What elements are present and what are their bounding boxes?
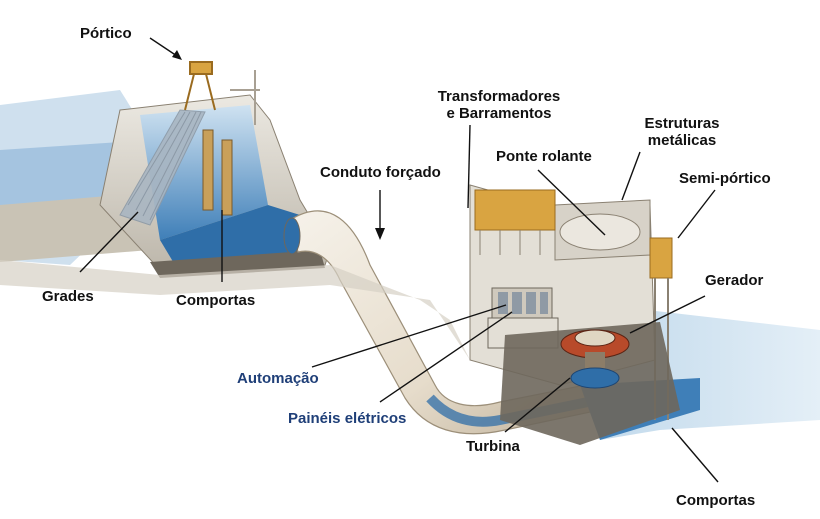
generator-unit xyxy=(500,322,680,445)
label-gerador: Gerador xyxy=(705,272,764,289)
label-estruturas: Estruturas metálicas xyxy=(626,115,738,149)
label-transformadores: Transformadores e Barramentos xyxy=(424,88,574,122)
pointer-paineis xyxy=(379,311,513,403)
label-transformadores-line2: e Barramentos xyxy=(446,105,552,122)
pointer-gerador xyxy=(629,295,706,334)
label-estruturas-line2: metálicas xyxy=(647,132,717,149)
pointer-estruturas xyxy=(621,151,641,201)
intake-structure xyxy=(99,94,331,278)
trash-racks xyxy=(119,109,206,226)
label-comportas-lower: Comportas xyxy=(676,492,756,509)
control-room xyxy=(487,287,559,349)
label-turbina: Turbina xyxy=(466,438,520,455)
arrowhead-conduto xyxy=(375,228,385,240)
pointer-automacao xyxy=(311,304,507,368)
label-portico: Pórtico xyxy=(80,25,132,42)
label-transformadores-line1: Transformadores xyxy=(437,88,561,105)
pointer-turbina xyxy=(504,377,571,433)
label-automacao: Automação xyxy=(237,370,319,387)
arrowhead-portico xyxy=(172,50,182,60)
label-grades: Grades xyxy=(42,288,94,305)
pointer-comportas-lower xyxy=(671,427,719,483)
label-conduto-forcado: Conduto forçado xyxy=(320,164,441,181)
label-estruturas-line1: Estruturas xyxy=(644,115,720,132)
pointer-transformadores xyxy=(467,124,471,209)
pointer-semi-portico xyxy=(677,189,716,239)
label-paineis-eletricos: Painéis elétricos xyxy=(288,410,407,427)
portico-crane xyxy=(184,61,260,125)
intake-gates xyxy=(202,129,233,216)
pointer-lines xyxy=(79,37,719,483)
pointer-grades xyxy=(79,211,139,273)
label-ponte-rolante: Ponte rolante xyxy=(496,148,592,165)
label-semi-portico: Semi-pórtico xyxy=(679,170,771,187)
pointer-ponte-rolante xyxy=(537,169,606,236)
label-comportas-upper: Comportas xyxy=(176,292,256,309)
